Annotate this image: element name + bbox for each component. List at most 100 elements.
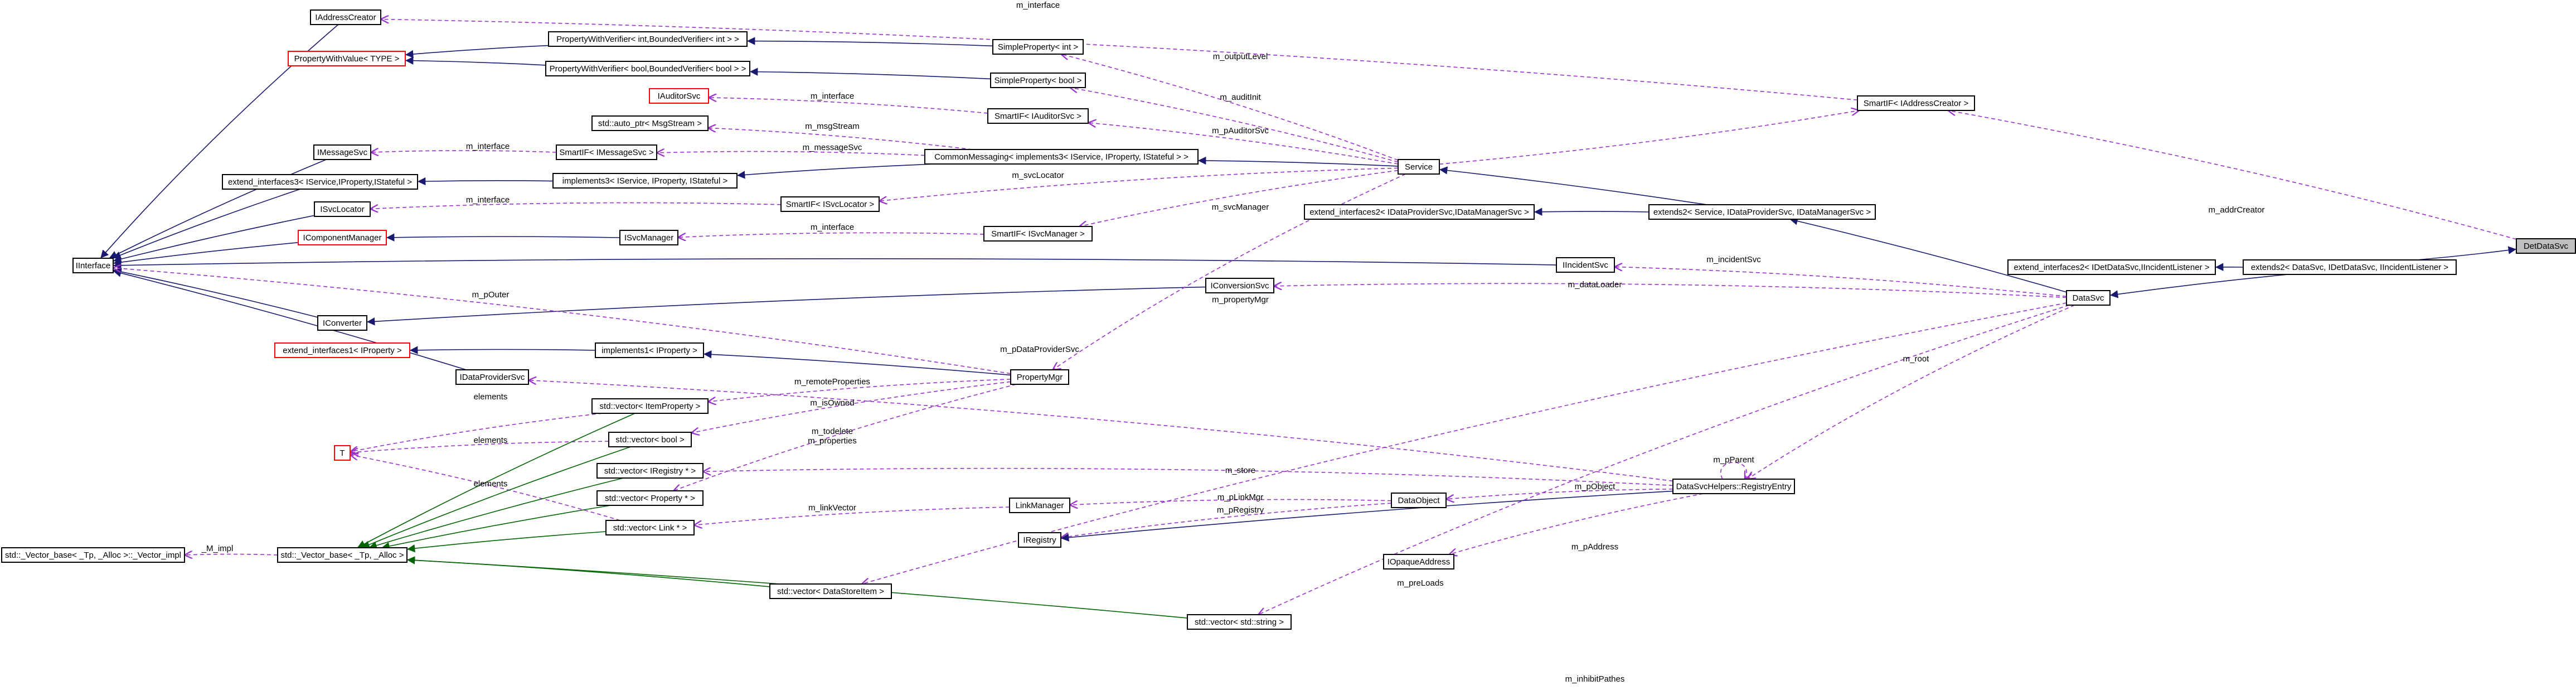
node-box: [2007, 259, 2216, 275]
node-iopaqueaddress[interactable]: IOpaqueAddress: [1383, 554, 1454, 569]
inheritance-edge: [405, 45, 549, 59]
edge-label-m-properties: m_properties: [808, 436, 857, 446]
inheritance-edge: [109, 159, 327, 259]
inheritance-edge: [366, 286, 1206, 326]
usage-edge: [185, 554, 278, 555]
node-label: IMessageSvc: [317, 148, 368, 157]
node-iaddresscreator[interactable]: IAddressCreator: [310, 9, 381, 25]
edge-label-m-interface-msg: m_interface: [466, 142, 510, 151]
node-simpleproperty-bool[interactable]: SimpleProperty< bool >: [990, 73, 1086, 88]
node-simpleproperty-int[interactable]: SimpleProperty< int >: [992, 39, 1084, 55]
node-extend-interfaces2-idetdatasvc[interactable]: extend_interfaces2< IDetDataSvc,IInciden…: [2007, 259, 2216, 275]
node-smartif-imessagesvc[interactable]: SmartIF< IMessageSvc >: [556, 144, 657, 160]
node-box: [334, 445, 351, 461]
node-implements1-iproperty[interactable]: implements1< IProperty >: [595, 342, 704, 358]
node-smartif-isvclocator[interactable]: SmartIF< ISvcLocator >: [780, 196, 880, 212]
node-extend-interfaces1-iproperty[interactable]: extend_interfaces1< IProperty >: [274, 342, 410, 358]
edge-label-m-outputlevel: m_outputLevel: [1213, 52, 1268, 61]
usage-edge: [708, 379, 1011, 402]
node-iincidentsvc[interactable]: IIncidentSvc: [1556, 257, 1615, 273]
node-extend-interfaces2-idataprovidersvc[interactable]: extend_interfaces2< IDataProviderSvc,IDa…: [1304, 204, 1535, 220]
edge-label-elements-3: elements: [474, 479, 508, 489]
node-label: std::vector< Link * >: [613, 523, 687, 533]
node-auto-ptr-msgstream[interactable]: std::auto_ptr< MsgStream >: [591, 115, 709, 131]
node-vector-link[interactable]: std::vector< Link * >: [605, 520, 695, 535]
node-smartif-isvcmanager[interactable]: SmartIF< ISvcManager >: [983, 226, 1093, 242]
node-idataprovidersvc[interactable]: IDataProviderSvc: [455, 369, 529, 385]
edge-label-m-pdataprovidersvc: m_pDataProviderSvc: [1000, 345, 1079, 354]
node-vector-impl[interactable]: std::_Vector_base< _Tp, _Alloc >::_Vecto…: [1, 547, 185, 563]
usage-edge: [709, 98, 988, 114]
node-vector-datastoreitem[interactable]: std::vector< DataStoreItem >: [769, 583, 892, 599]
node-box: [314, 201, 371, 217]
node-iconverter[interactable]: IConverter: [317, 315, 367, 331]
node-box: [1672, 479, 1795, 494]
node-iregistry[interactable]: IRegistry: [1018, 532, 1061, 548]
node-propertymgr[interactable]: PropertyMgr: [1010, 369, 1069, 385]
node-label: IComponentManager: [303, 233, 382, 243]
node-service[interactable]: Service: [1398, 159, 1440, 175]
node-label: SmartIF< IMessageSvc >: [559, 148, 653, 157]
node-propertywithverifier-bool[interactable]: PropertyWithVerifier< bool,BoundedVerifi…: [545, 61, 750, 76]
usage-edge: [1274, 283, 2067, 298]
node-icomponentmanager[interactable]: IComponentManager: [298, 230, 387, 245]
node-iauditorsvc[interactable]: IAuditorSvc: [649, 88, 709, 104]
node-detdatasvc[interactable]: DetDataSvc: [2516, 238, 2576, 254]
node-iinterface[interactable]: IInterface: [72, 258, 114, 273]
node-datasvc[interactable]: DataSvc: [2066, 290, 2111, 306]
edge-label-m-interface-auditor: m_interface: [811, 91, 854, 101]
node-box: [649, 88, 709, 104]
node-smartif-iauditorsvc[interactable]: SmartIF< IAuditorSvc >: [987, 108, 1089, 124]
node-propertywithvalue-type[interactable]: PropertyWithValue< TYPE >: [288, 51, 406, 66]
usage-edge: [1948, 110, 2517, 240]
edge-label-m-inhibitpathes: m_inhibitPathes: [1565, 674, 1625, 684]
node-label: IInterface: [76, 261, 111, 271]
node-box: [780, 196, 880, 212]
node-extends2-datasvc[interactable]: extends2< DataSvc, IDetDataSvc, IInciden…: [2243, 259, 2457, 275]
usage-edge: [1061, 54, 1399, 161]
node-label: IOpaqueAddress: [1388, 557, 1450, 567]
inheritance-edge: [1197, 156, 1399, 167]
node-commonmessaging[interactable]: CommonMessaging< implements3< IService, …: [924, 149, 1199, 165]
node-vector-iregistry[interactable]: std::vector< IRegistry * >: [596, 463, 704, 479]
node-isvcmanager[interactable]: ISvcManager: [619, 230, 678, 245]
node-extend-interfaces3[interactable]: extend_interfaces3< IService,IProperty,I…: [222, 174, 418, 190]
node-linkmanager[interactable]: LinkManager: [1009, 498, 1070, 513]
node-isvclocator[interactable]: ISvcLocator: [314, 201, 371, 217]
node-label: PropertyMgr: [1017, 373, 1063, 382]
node-vector-bool[interactable]: std::vector< bool >: [608, 432, 692, 447]
node-box: [595, 342, 704, 358]
node-imessagesvc[interactable]: IMessageSvc: [313, 144, 371, 160]
usage-edge: [350, 455, 620, 521]
node-box: [317, 315, 367, 331]
node-iconversionsvc[interactable]: IConversionSvc: [1205, 278, 1274, 293]
edge-label-m-paddress: m_pAddress: [1571, 542, 1618, 552]
edge-label-m-messagesvc: m_messageSvc: [803, 143, 862, 152]
inheritance-edge: [386, 233, 620, 242]
node-propertywithverifier-int[interactable]: PropertyWithVerifier< int,BoundedVerifie…: [548, 31, 748, 47]
edge-label-elements-2: elements: [474, 436, 508, 445]
node-box: [545, 61, 750, 76]
node-box: [596, 463, 704, 479]
node-label: std::vector< ItemProperty >: [600, 402, 701, 411]
usage-edge: [113, 268, 1011, 374]
node-smartif-iaddresscreator[interactable]: SmartIF< IAddressCreator >: [1857, 95, 1975, 111]
node-box: [1010, 369, 1069, 385]
node-box: [992, 39, 1084, 55]
node-box: [1, 547, 185, 563]
edge-label-m-pobject: m_pObject: [1575, 482, 1616, 491]
node-box: [619, 230, 678, 245]
node-vector-property[interactable]: std::vector< Property * >: [596, 490, 704, 506]
node-label: IAuditorSvc: [658, 91, 701, 101]
node-t[interactable]: T: [334, 445, 351, 461]
node-vector-string[interactable]: std::vector< std::string >: [1187, 614, 1292, 630]
node-extends2-service[interactable]: extends2< Service, IDataProviderSvc, IDa…: [1648, 204, 1876, 220]
node-vector-base[interactable]: std::_Vector_base< _Tp, _Alloc >: [277, 547, 407, 563]
node-vector-itemproperty[interactable]: std::vector< ItemProperty >: [591, 398, 709, 414]
usage-edge: [879, 167, 1399, 201]
edge-label-m-plinkmgr: m_pLinkMgr: [1217, 493, 1264, 502]
node-dataobject[interactable]: DataObject: [1391, 493, 1447, 508]
node-registryentry[interactable]: DataSvcHelpers::RegistryEntry: [1672, 479, 1795, 494]
usage-edge: [1446, 489, 1673, 499]
node-implements3[interactable]: implements3< IService, IProperty, IState…: [552, 173, 738, 189]
